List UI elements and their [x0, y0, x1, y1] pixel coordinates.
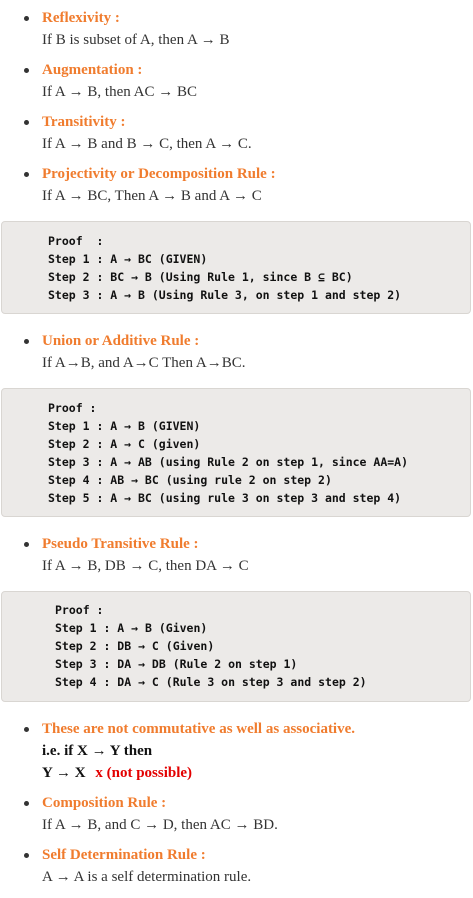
rule-title: Pseudo Transitive Rule : [42, 536, 199, 552]
bullet-icon [24, 120, 29, 125]
bullet-icon [24, 727, 29, 732]
proof-line: Step 3 : A → B (Using Rule 3, on step 1 … [48, 288, 402, 302]
rule-title: These are not commutative as well as ass… [42, 721, 356, 737]
rule-description: If A → B, then AC → BC [42, 84, 198, 100]
bullet-icon [24, 68, 29, 73]
proof-line: Step 2 : DB → C (Given) [55, 639, 215, 653]
rule-description: If A → B, and C → D, then AC → BD. [42, 817, 278, 833]
proof-line: Proof : [48, 234, 104, 248]
proof-line: Step 1 : A → B (Given) [55, 621, 208, 635]
rule-description: If A → B, DB → C, then DA → C [42, 558, 249, 574]
proof-line: Step 1 : A → B (GIVEN) [48, 419, 201, 433]
bullet-icon [24, 339, 29, 344]
rule-title: Reflexivity : [42, 10, 120, 26]
proof-block: Proof : Step 1 : A → BC (GIVEN) Step 2 :… [1, 221, 471, 314]
proof-line: Step 5 : A → BC (using rule 3 on step 3 … [48, 491, 402, 505]
rule-description: If A → B and B → C, then A → C. [42, 136, 252, 152]
rule-description: A → A is a self determination rule. [42, 869, 252, 885]
rule-title: Augmentation : [42, 62, 143, 78]
proof-block: Proof : Step 1 : A → B (GIVEN) Step 2 : … [1, 388, 471, 517]
proof-line: Step 3 : DA → DB (Rule 2 on step 1) [55, 657, 298, 671]
proof-line: Step 2 : A → C (given) [48, 437, 201, 451]
proof-line: Step 4 : AB → BC (using rule 2 on step 2… [48, 473, 332, 487]
bullet-icon [24, 801, 29, 806]
rule-description: i.e. if X → Y then [42, 743, 153, 759]
rule-description: If A → BC, Then A → B and A → C [42, 188, 262, 204]
rule-title: Union or Additive Rule : [42, 333, 200, 349]
proof-line: Step 4 : DA → C (Rule 3 on step 3 and st… [55, 675, 367, 689]
proof-block: Proof : Step 1 : A → B (Given) Step 2 : … [1, 591, 471, 702]
proof-line: Proof : [48, 401, 97, 415]
rule-example: Y → X x (not possible) [42, 762, 192, 784]
rule-example-text: Y → X [42, 765, 86, 781]
bullet-icon [24, 16, 29, 21]
proof-line: Step 1 : A → BC (GIVEN) [48, 252, 208, 266]
proof-line: Proof : [55, 603, 104, 617]
rule-title: Self Determination Rule : [42, 847, 206, 863]
bullet-icon [24, 172, 29, 177]
proof-line: Step 2 : BC → B (Using Rule 1, since B ⊆… [48, 270, 353, 284]
bullet-icon [24, 853, 29, 858]
rule-title: Composition Rule : [42, 795, 167, 811]
proof-line: Step 3 : A → AB (using Rule 2 on step 1,… [48, 455, 409, 469]
rule-title: Projectivity or Decomposition Rule : [42, 166, 276, 182]
rule-description: If B is subset of A, then A → B [42, 32, 230, 48]
rule-description: If A→B, and A→C Then A→BC. [42, 355, 246, 371]
not-possible-note: x (not possible) [95, 765, 193, 781]
bullet-icon [24, 542, 29, 547]
rule-title: Transitivity : [42, 114, 126, 130]
